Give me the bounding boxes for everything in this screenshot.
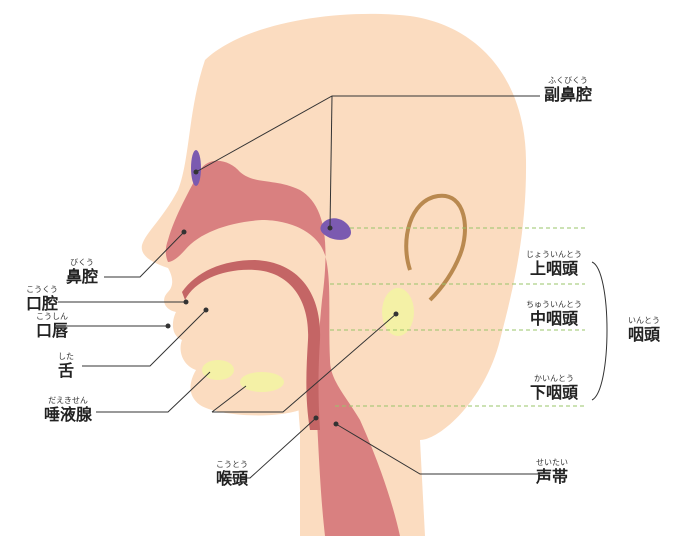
label-nasal-ruby: びくう (70, 258, 94, 267)
pharynx-level-lines (330, 227, 585, 407)
label-lips-text: 口唇 (35, 321, 68, 340)
head-silhouette (141, 13, 527, 536)
label-salivary-ruby: だえきせん (48, 396, 88, 405)
salivary-gland-2 (240, 372, 284, 392)
label-lips: こうしん 口唇 (28, 312, 76, 340)
label-mid-pharynx: ちゅういんとう 中咽頭 (522, 300, 586, 328)
label-lower-pharynx-text: 下咽頭 (529, 383, 578, 402)
label-upper-pharynx-ruby: じょういんとう (526, 250, 582, 259)
label-lower-pharynx: かいんとう 下咽頭 (522, 374, 586, 402)
label-tongue-ruby: した (58, 352, 74, 361)
label-vocal-text: 声帯 (535, 467, 568, 486)
label-larynx-text: 喉頭 (215, 469, 248, 488)
sphenoid-sinus (320, 218, 351, 240)
ear (404, 193, 467, 302)
leader-dots (165, 169, 399, 427)
label-oral-text: 口腔 (25, 294, 58, 313)
airway (190, 275, 306, 430)
label-pharynx-ruby: いんとう (628, 316, 660, 325)
label-salivary-text: 唾液腺 (43, 405, 92, 424)
label-sinus-text: 副鼻腔 (543, 85, 592, 104)
frontal-sinus (191, 150, 201, 186)
label-pharynx: いんとう 咽頭 (618, 316, 670, 344)
label-larynx-ruby: こうとう (216, 460, 248, 469)
parotid-gland (382, 288, 414, 336)
vocal-tract (165, 160, 400, 536)
label-upper-pharynx-text: 上咽頭 (529, 259, 578, 278)
label-mid-pharynx-text: 中咽頭 (529, 309, 578, 328)
label-upper-pharynx: じょういんとう 上咽頭 (522, 250, 586, 278)
label-oral-ruby: こうくう (26, 285, 58, 294)
label-nasal: びくう 鼻腔 (58, 258, 106, 286)
leader-lines (58, 95, 608, 479)
salivary-gland-1 (202, 360, 234, 380)
label-vocal-ruby: せいたい (536, 458, 568, 467)
label-nasal-text: 鼻腔 (65, 267, 98, 286)
label-vocal: せいたい 声帯 (524, 458, 580, 486)
label-lips-ruby: こうしん (36, 312, 68, 321)
label-sinus: ふくびくう 副鼻腔 (532, 76, 604, 104)
label-salivary: だえきせん 唾液腺 (36, 396, 100, 424)
label-pharynx-text: 咽頭 (627, 325, 660, 344)
label-lower-pharynx-ruby: かいんとう (534, 374, 574, 383)
label-oral: こうくう 口腔 (18, 285, 66, 313)
label-tongue-text: 舌 (57, 361, 74, 380)
label-larynx: こうとう 喉頭 (208, 460, 256, 488)
label-tongue: した 舌 (50, 352, 82, 380)
label-sinus-ruby: ふくびくう (548, 76, 588, 85)
label-mid-pharynx-ruby: ちゅういんとう (526, 300, 582, 309)
